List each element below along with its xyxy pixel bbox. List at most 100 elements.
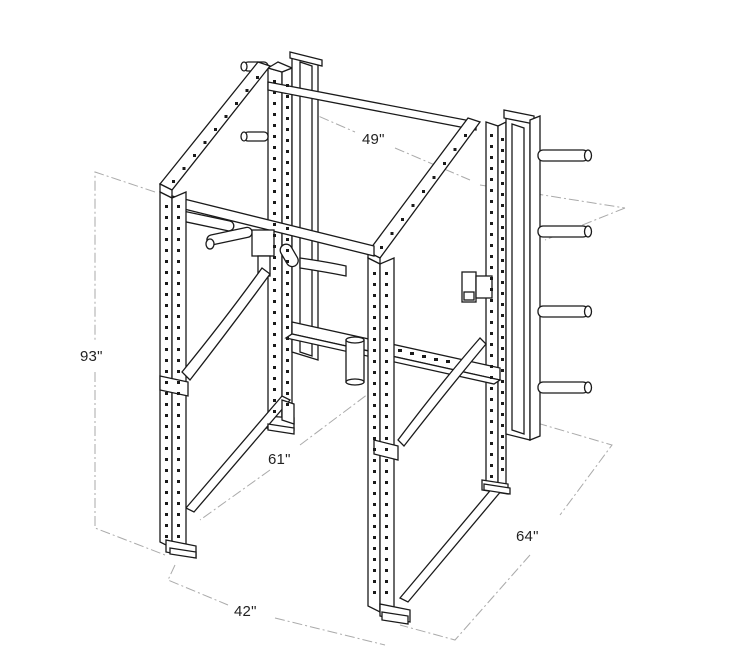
upright-hole xyxy=(286,326,289,329)
upright-hole xyxy=(385,536,388,539)
upright-hole xyxy=(501,204,504,207)
upright-hole xyxy=(373,415,376,418)
upright-hole xyxy=(165,271,168,274)
upright-hole xyxy=(385,481,388,484)
upright-hole xyxy=(286,348,289,351)
upright-hole xyxy=(286,337,289,340)
front-attachment xyxy=(176,210,347,277)
upright-hole xyxy=(273,80,276,83)
upright-hole xyxy=(165,513,168,516)
upright-hole xyxy=(385,459,388,462)
top-rail-hole xyxy=(224,115,228,118)
upright-hole xyxy=(177,513,180,516)
upright-hole xyxy=(490,156,493,159)
upright-hole xyxy=(501,237,504,240)
upright-hole xyxy=(286,205,289,208)
upright-hole xyxy=(177,535,180,538)
upright-hole xyxy=(165,436,168,439)
upright-hole xyxy=(273,201,276,204)
top-width-dimension-label: 49" xyxy=(362,131,385,148)
upright-hole xyxy=(385,437,388,440)
upright-hole xyxy=(165,348,168,351)
upright-hole xyxy=(373,393,376,396)
top-rail-hole xyxy=(432,176,436,179)
upright-hole xyxy=(501,171,504,174)
upright-hole xyxy=(490,321,493,324)
top-rail-hole xyxy=(172,180,175,183)
upright-hole xyxy=(385,404,388,407)
top-rail-hole xyxy=(203,141,207,144)
top-rail-hole xyxy=(422,190,425,193)
upright-hole xyxy=(286,128,289,131)
upright-hole xyxy=(177,282,180,285)
upright-hole xyxy=(165,447,168,450)
top-rail-hole xyxy=(235,102,238,105)
upright-hole xyxy=(286,260,289,263)
upright-hole xyxy=(501,248,504,251)
upright-hole xyxy=(490,178,493,181)
upright-hole xyxy=(273,157,276,160)
upright-hole xyxy=(501,182,504,185)
upright-hole xyxy=(177,524,180,527)
upright-hole xyxy=(165,469,168,472)
upright-hole xyxy=(490,464,493,467)
upright-holes xyxy=(165,76,504,594)
upright-hole xyxy=(490,277,493,280)
upright-hole xyxy=(385,382,388,385)
upright-hole xyxy=(177,491,180,494)
upright-hole xyxy=(373,382,376,385)
upright-hole xyxy=(286,359,289,362)
upright-hole xyxy=(286,293,289,296)
upright-hole xyxy=(165,359,168,362)
upright-hole xyxy=(177,381,180,384)
upright-hole xyxy=(501,226,504,229)
upright-hole xyxy=(385,558,388,561)
upright-hole xyxy=(490,332,493,335)
upright-hole xyxy=(286,249,289,252)
upright-hole xyxy=(177,403,180,406)
upright-hole xyxy=(501,435,504,438)
upright-hole xyxy=(373,536,376,539)
upright-hole xyxy=(165,535,168,538)
upright-hole xyxy=(385,525,388,528)
upright-hole xyxy=(177,205,180,208)
upright-hole xyxy=(177,359,180,362)
upright-hole xyxy=(273,399,276,402)
upright-hole xyxy=(273,289,276,292)
upright-hole xyxy=(385,338,388,341)
upright-hole xyxy=(501,149,504,152)
upright-hole xyxy=(373,294,376,297)
feet xyxy=(169,423,511,625)
upright-hole xyxy=(165,304,168,307)
upright-hole xyxy=(373,316,376,319)
top-rail-hole xyxy=(256,76,259,79)
upright-hole xyxy=(490,299,493,302)
upright-hole xyxy=(373,591,376,594)
upright-hole xyxy=(373,547,376,550)
upright-hole xyxy=(385,360,388,363)
upright-hole xyxy=(373,437,376,440)
upright-hole xyxy=(273,377,276,380)
top-rail-hole xyxy=(193,154,196,157)
upright-hole xyxy=(490,453,493,456)
upright-hole xyxy=(273,322,276,325)
upright-hole xyxy=(501,369,504,372)
upright-hole xyxy=(286,117,289,120)
upright-hole xyxy=(286,392,289,395)
upright-hole xyxy=(165,293,168,296)
upright-hole xyxy=(373,283,376,286)
upright-hole xyxy=(385,492,388,495)
upright-hole xyxy=(286,95,289,98)
upright-hole xyxy=(490,310,493,313)
upright-hole xyxy=(373,338,376,341)
upright-hole xyxy=(177,392,180,395)
upright-hole xyxy=(501,402,504,405)
upright-hole xyxy=(490,189,493,192)
upright-hole xyxy=(373,349,376,352)
upright-hole xyxy=(177,458,180,461)
upright-hole xyxy=(165,381,168,384)
upright-hole xyxy=(373,492,376,495)
upright-hole xyxy=(165,326,168,329)
upright-hole xyxy=(273,410,276,413)
upright-hole xyxy=(373,525,376,528)
